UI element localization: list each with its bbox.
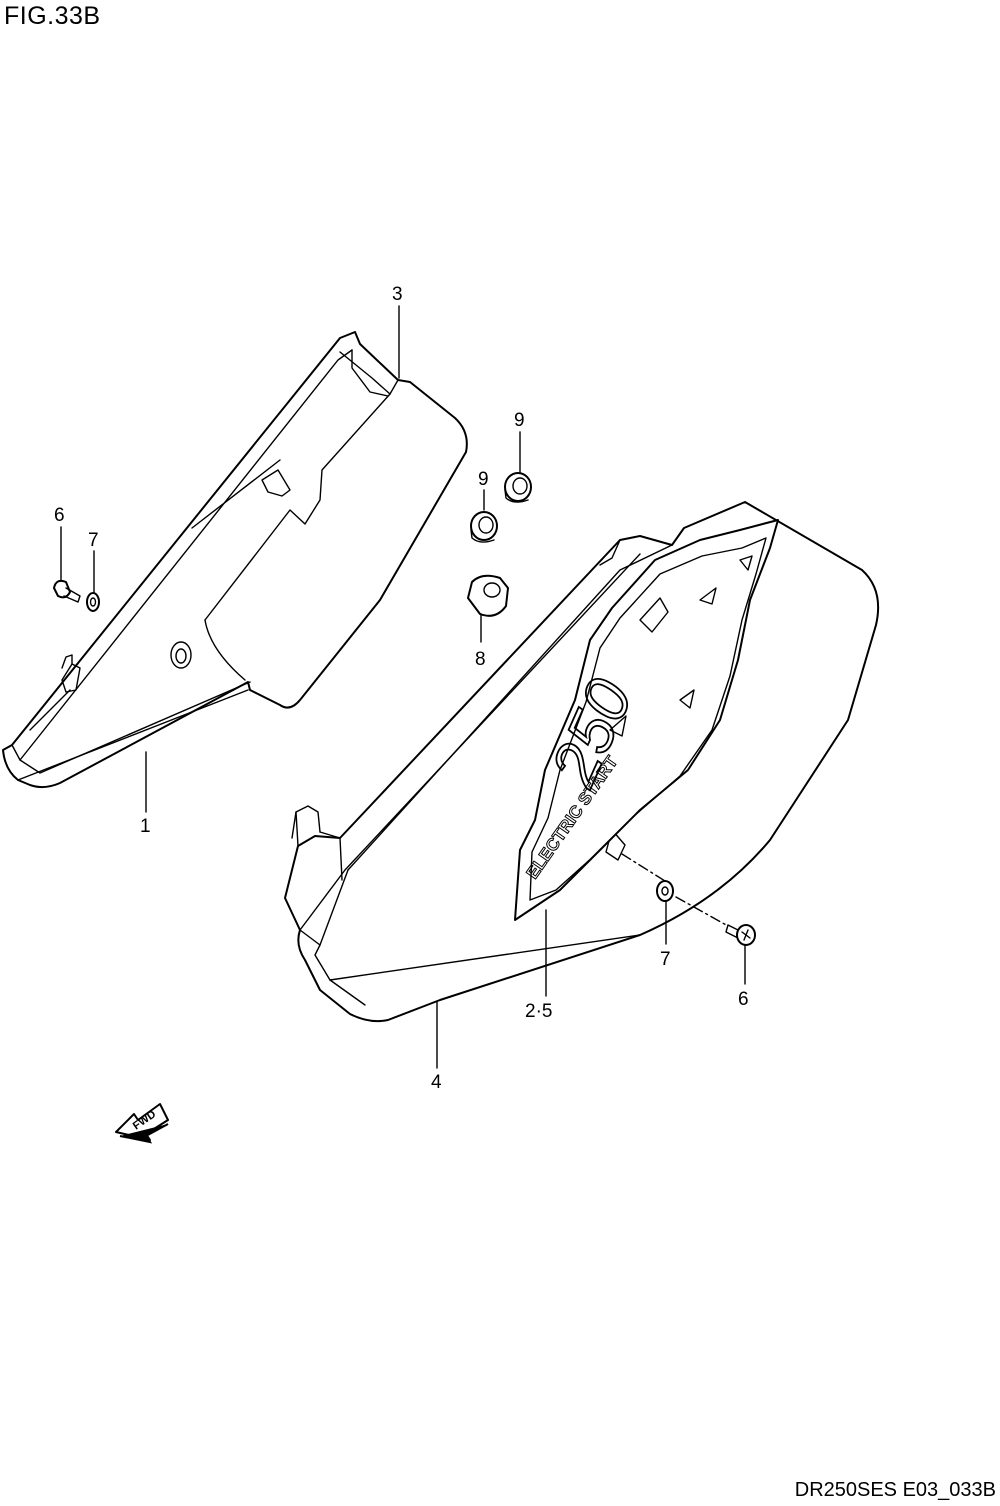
part-grommet-upper: [504, 472, 532, 503]
part-washer-left: [86, 592, 100, 612]
leader-lines: [60, 305, 746, 1069]
part-screw-left: [53, 579, 81, 603]
part-emblem: 250 ELECTRIC START: [514, 519, 779, 921]
callout-7-right: 7: [660, 949, 671, 970]
part-cushion: [467, 574, 509, 617]
part-right-frame-cover: [284, 501, 880, 1023]
callout-4: 4: [431, 1072, 442, 1093]
callout-8: 8: [475, 649, 486, 670]
figure-title: FIG.33B: [4, 2, 101, 30]
part-grommet-lower: [470, 511, 498, 543]
callout-3: 3: [392, 284, 403, 305]
figure-code: DR250SES E03_033B: [794, 1479, 996, 1501]
callout-6-right: 6: [738, 989, 749, 1010]
callout-6-left: 6: [54, 505, 65, 526]
callout-2-5: 2·5: [525, 1001, 552, 1022]
callout-9-lower: 9: [478, 469, 489, 490]
part-washer-right: [656, 880, 674, 902]
fwd-arrow-icon: FWD: [115, 1103, 169, 1144]
part-left-frame-cover: [2, 331, 468, 789]
callout-7-left: 7: [88, 530, 99, 551]
part-screw-right: [725, 924, 756, 946]
assembly-line-right: [621, 853, 729, 927]
callout-1: 1: [140, 816, 151, 837]
callout-9-upper: 9: [514, 410, 525, 431]
